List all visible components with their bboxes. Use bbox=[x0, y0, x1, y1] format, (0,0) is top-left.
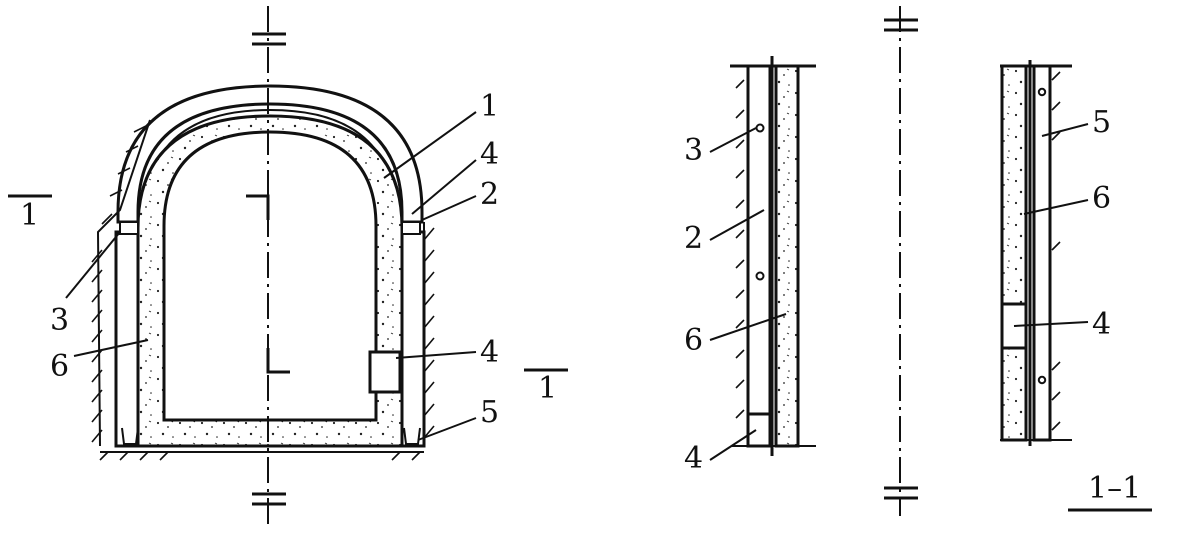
section-cut-lower bbox=[266, 348, 290, 374]
section-title: 1–1 bbox=[1088, 471, 1141, 506]
elevation-view: 1 1 1 4 2 3 6 4 5 bbox=[8, 6, 568, 526]
leader-2-sec bbox=[709, 209, 765, 241]
label-4-section-right: 4 bbox=[1092, 307, 1111, 342]
label-6-section-left: 6 bbox=[684, 323, 703, 358]
section-left-wall: 3 2 6 4 bbox=[684, 56, 816, 476]
bolt-bottom-right bbox=[1037, 375, 1047, 385]
section-cut-upper bbox=[246, 194, 270, 220]
bolt-top-left bbox=[755, 123, 765, 133]
axis-break-top bbox=[252, 32, 286, 46]
section-right-wall: 5 6 4 bbox=[1000, 60, 1111, 446]
label-2-section: 2 bbox=[684, 221, 703, 256]
left-side-channel bbox=[114, 230, 140, 448]
soil-hatch-bottom bbox=[99, 451, 424, 461]
leader-5-sec bbox=[1041, 123, 1089, 137]
drain-opening-right bbox=[368, 350, 402, 394]
right-side-channel bbox=[400, 230, 426, 448]
label-6-left: 6 bbox=[50, 349, 69, 384]
bolt-mid-left bbox=[755, 271, 765, 281]
section-concrete-left bbox=[774, 64, 800, 448]
leader-6-sec-right bbox=[1023, 199, 1089, 215]
section-axis-break-bottom bbox=[884, 486, 918, 500]
soil-hatch-section-left bbox=[735, 79, 745, 419]
leader-6-sec-left bbox=[709, 313, 787, 341]
leader-4-sec-left bbox=[709, 429, 757, 461]
section-drain-left bbox=[746, 412, 772, 448]
label-4-mid: 4 bbox=[480, 335, 499, 370]
leader-5-left bbox=[417, 417, 477, 441]
leader-4-top bbox=[411, 159, 477, 215]
leader-3-sec bbox=[709, 127, 757, 153]
left-channel-cap bbox=[119, 221, 139, 235]
soil-hatch-section-right bbox=[1051, 71, 1061, 431]
label-2-left: 2 bbox=[480, 177, 499, 212]
leader-2 bbox=[421, 195, 477, 221]
leader-1 bbox=[383, 111, 477, 179]
label-6-section-right: 6 bbox=[1092, 181, 1111, 216]
label-4-top: 4 bbox=[480, 137, 499, 172]
axis-break-bottom bbox=[252, 492, 286, 506]
label-5-section: 5 bbox=[1092, 105, 1111, 140]
label-3-left: 3 bbox=[50, 303, 69, 338]
right-channel-cap bbox=[401, 221, 421, 235]
section-concrete-right bbox=[1000, 64, 1028, 442]
label-3-section: 3 bbox=[684, 133, 703, 168]
section-axis-break-top bbox=[884, 18, 918, 32]
label-5-left: 5 bbox=[480, 395, 499, 430]
leader-3 bbox=[65, 231, 121, 299]
section-shell-left bbox=[746, 64, 772, 448]
section-view: 3 2 6 4 5 6 4 1–1 bbox=[684, 6, 1152, 516]
inner-opening bbox=[162, 130, 378, 422]
leader-4-sec-right bbox=[1013, 321, 1089, 327]
label-4-section-left: 4 bbox=[684, 441, 703, 476]
outer-arch-shell bbox=[116, 84, 424, 224]
label-1: 1 bbox=[480, 89, 499, 124]
bolt-top-right bbox=[1037, 87, 1047, 97]
section-mark-left-text: 1 bbox=[20, 198, 39, 233]
left-bottom-drain bbox=[121, 427, 139, 445]
section-mark-right-text: 1 bbox=[538, 371, 557, 406]
leader-4-mid bbox=[395, 351, 477, 359]
section-shell-right bbox=[1032, 64, 1052, 442]
leader-6-left bbox=[73, 339, 149, 357]
right-bottom-drain bbox=[403, 427, 421, 445]
